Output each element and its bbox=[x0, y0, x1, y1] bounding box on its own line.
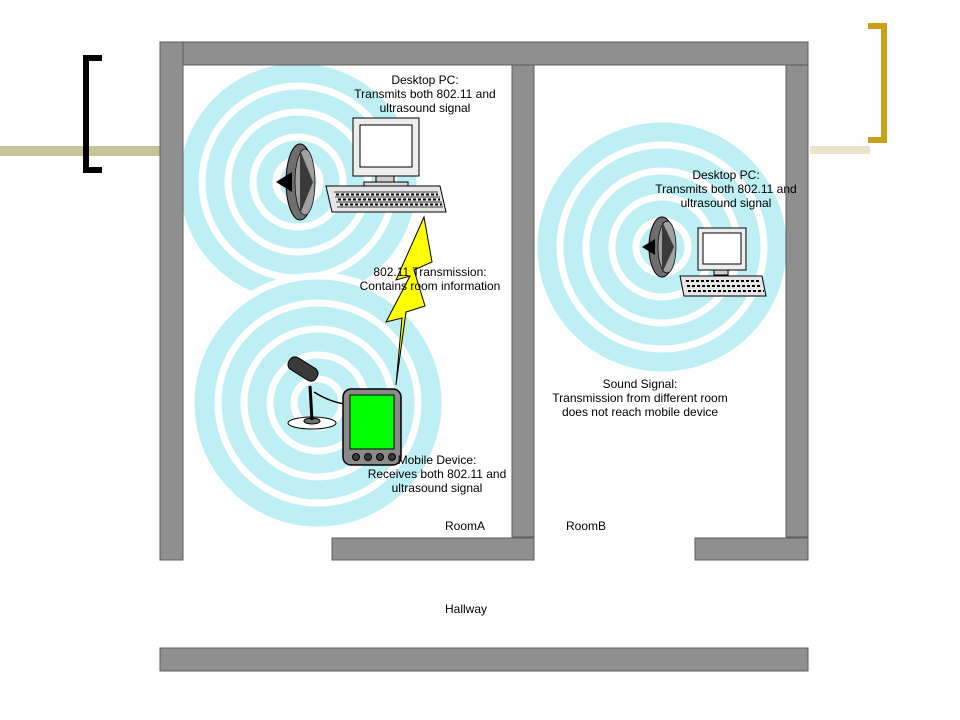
left-bracket-icon bbox=[83, 55, 102, 173]
label-line: ultrasound signal bbox=[391, 481, 483, 495]
label-sound-signal: Sound Signal: Transmission from differen… bbox=[540, 377, 740, 419]
wall-right bbox=[785, 64, 809, 538]
wall-bottom-room-b bbox=[694, 537, 809, 561]
label-line: ultrasound signal bbox=[379, 101, 471, 115]
label-line: Desktop PC: bbox=[692, 168, 760, 182]
label-hallway: Hallway bbox=[444, 602, 487, 616]
label-line: Mobile Device: bbox=[397, 453, 477, 467]
wall-hallway bbox=[159, 647, 809, 672]
label-line: Transmits both 802.11 and bbox=[655, 182, 797, 196]
label-line: Sound Signal: bbox=[602, 377, 678, 391]
label-802-11-transmission: 802.11 Transmission: Contains room infor… bbox=[345, 265, 515, 293]
wall-left bbox=[159, 41, 184, 561]
label-line: ultrasound signal bbox=[680, 196, 772, 210]
accent-bar-left bbox=[0, 146, 165, 156]
label-line: 802.11 Transmission: bbox=[373, 265, 487, 279]
accent-bar-right bbox=[810, 146, 870, 154]
label-desktop-pc-room-a: Desktop PC: Transmits both 802.11 and ul… bbox=[345, 73, 505, 115]
label-line: Transmits both 802.11 and bbox=[354, 87, 496, 101]
right-bracket-icon bbox=[868, 23, 887, 143]
desktop-monitor-icon bbox=[697, 227, 747, 276]
signal-rings-mobile bbox=[187, 272, 449, 534]
label-line: Receives both 802.11 and bbox=[367, 467, 507, 481]
label-line: Contains room information bbox=[359, 279, 501, 293]
label-desktop-pc-room-b: Desktop PC: Transmits both 802.11 and ul… bbox=[646, 168, 806, 210]
speaker-icon bbox=[642, 216, 677, 278]
desktop-monitor-icon bbox=[352, 117, 420, 188]
building-walls bbox=[159, 41, 809, 672]
keyboard-icon bbox=[325, 185, 447, 213]
pda-mobile-device-icon bbox=[342, 388, 402, 466]
wall-bottom-room-a bbox=[331, 537, 535, 561]
label-line: Transmission from different room bbox=[552, 391, 728, 405]
label-mobile-device: Mobile Device: Receives both 802.11 and … bbox=[357, 453, 517, 495]
wall-top bbox=[159, 41, 809, 66]
wall-middle bbox=[511, 64, 535, 538]
speaker-icon bbox=[276, 143, 316, 221]
lightning-bolt-icon bbox=[385, 215, 433, 386]
label-room-b: RoomB bbox=[565, 519, 606, 533]
label-line: does not reach mobile device bbox=[561, 405, 719, 419]
keyboard-icon bbox=[679, 275, 767, 297]
label-room-a: RoomA bbox=[444, 519, 485, 533]
label-line: Desktop PC: bbox=[391, 73, 459, 87]
